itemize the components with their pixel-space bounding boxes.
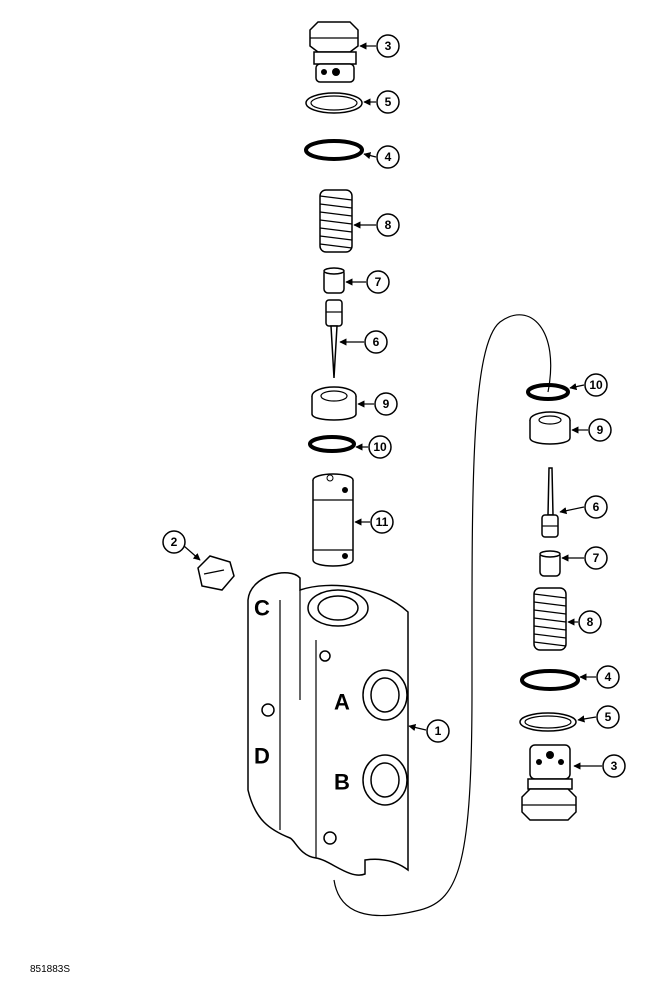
o-ring-part-10-right (526, 383, 570, 401)
svg-text:7: 7 (375, 275, 382, 289)
svg-text:7: 7 (593, 551, 600, 565)
svg-text:5: 5 (385, 95, 392, 109)
callout-10-left: 10 (368, 435, 392, 459)
callout-6-top: 6 (364, 330, 388, 354)
svg-text:11: 11 (376, 515, 389, 529)
o-ring-part-10-left (308, 435, 356, 453)
spring-part-8-top (319, 189, 353, 253)
svg-text:1: 1 (435, 724, 442, 738)
spring-part-8-right (533, 587, 567, 651)
svg-text:5: 5 (605, 710, 612, 724)
callout-3-right: 3 (602, 754, 626, 778)
port-label-b: B (334, 770, 350, 795)
callout-11: 11 (370, 510, 394, 534)
svg-text:10: 10 (373, 440, 387, 454)
figure-reference: 851883S (30, 964, 70, 975)
svg-text:2: 2 (171, 535, 178, 549)
plug-part-2 (197, 555, 235, 591)
svg-text:3: 3 (385, 39, 392, 53)
port-label-c: C (254, 596, 270, 621)
svg-text:4: 4 (605, 670, 612, 684)
seat-part-9-left (311, 386, 357, 421)
callout-7-top: 7 (366, 270, 390, 294)
svg-text:8: 8 (587, 615, 594, 629)
callout-5-right: 5 (596, 705, 620, 729)
callout-6-right: 6 (584, 495, 608, 519)
svg-text:4: 4 (385, 150, 392, 164)
callout-2: 2 (162, 530, 186, 554)
svg-text:6: 6 (593, 500, 600, 514)
plug-part-3-right (521, 744, 577, 821)
seat-part-9-right (529, 411, 571, 445)
valve-body-part-1 (247, 571, 409, 876)
o-ring-part-4-top (304, 139, 364, 161)
callout-8-right: 8 (578, 610, 602, 634)
poppet-part-6-top (325, 299, 343, 379)
svg-text:3: 3 (611, 759, 618, 773)
port-label-d: D (254, 744, 270, 769)
svg-text:6: 6 (373, 335, 380, 349)
port-label-a: A (334, 690, 350, 715)
plug-part-3-top (309, 21, 359, 83)
callout-5-top: 5 (376, 90, 400, 114)
cap-part-7-top (323, 267, 345, 294)
callout-10-right: 10 (584, 373, 608, 397)
callout-4-top: 4 (376, 145, 400, 169)
callout-4-right: 4 (596, 665, 620, 689)
callout-1: 1 (426, 719, 450, 743)
backup-ring-part-5-top (305, 92, 363, 114)
backup-ring-part-5-right (519, 712, 577, 732)
svg-text:8: 8 (385, 218, 392, 232)
callout-9-left: 9 (374, 392, 398, 416)
callout-7-right: 7 (584, 546, 608, 570)
o-ring-part-4-right (520, 669, 580, 691)
poppet-part-6-right (541, 467, 559, 538)
svg-text:9: 9 (597, 423, 604, 437)
callout-3-top: 3 (376, 34, 400, 58)
callout-8-top: 8 (376, 213, 400, 237)
svg-text:9: 9 (383, 397, 390, 411)
svg-text:10: 10 (589, 378, 603, 392)
cap-part-7-right (539, 550, 561, 577)
callout-9-right: 9 (588, 418, 612, 442)
sleeve-part-11 (312, 473, 354, 567)
assembly-connector-line (333, 314, 552, 917)
